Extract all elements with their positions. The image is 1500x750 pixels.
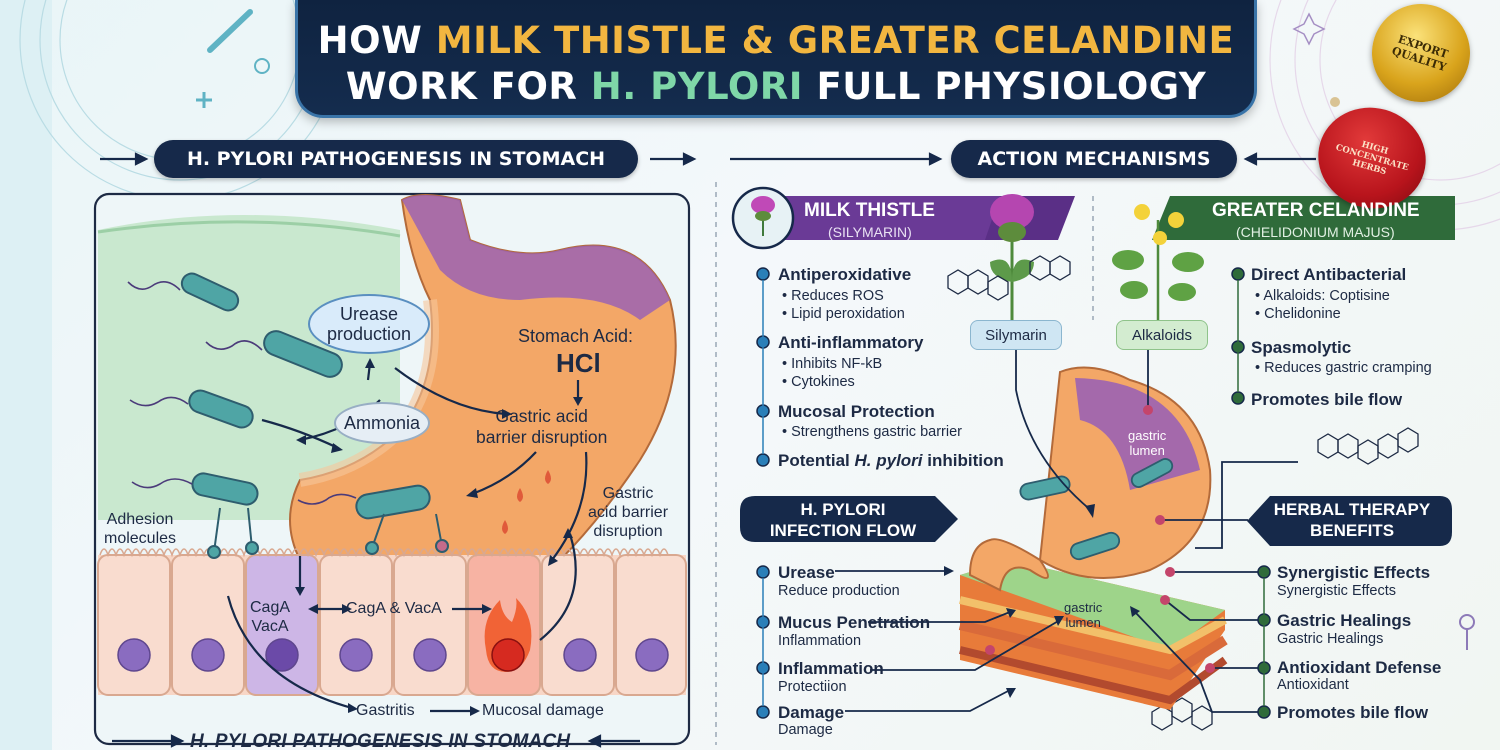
barrier1-line-1: Gastric acid bbox=[495, 406, 588, 426]
caga-cell-line-1: CagA bbox=[250, 599, 291, 616]
alkaloids-tag: Alkaloids bbox=[1116, 320, 1208, 350]
infection-flow-header: H. PYLORI INFECTION FLOW bbox=[758, 499, 928, 541]
therapy-head-1: HERBAL THERAPY bbox=[1273, 500, 1431, 519]
title-banner: HOW MILK THISTLE & GREATER CELANDINE WOR… bbox=[295, 0, 1257, 118]
celandine-item-2-title: Spasmolytic bbox=[1251, 338, 1352, 357]
gastric-lumen-bottom: gastric lumen bbox=[1064, 600, 1102, 630]
urease-bubble: Urease production bbox=[308, 294, 430, 354]
adhesion-molecules-label: Adhesion molecules bbox=[104, 510, 176, 548]
milk-item-1-title: Antiperoxidative bbox=[778, 265, 912, 284]
ammonia-cloud: Ammonia bbox=[334, 402, 430, 444]
barrier2-line-2: acid barrier bbox=[588, 504, 669, 521]
benefit-1-sub: Synergistic Effects bbox=[1277, 583, 1397, 599]
milk-item-4-title: Potential H. pylori inhibition bbox=[778, 451, 1004, 471]
caga-vaca-cell-label: CagA VacA bbox=[250, 598, 290, 636]
celandine-item-1-sub-1: • Alkaloids: Coptisine bbox=[1255, 288, 1390, 304]
flow-3-sub: Protectiion bbox=[778, 679, 847, 695]
celandine-item-1-sub-2: • Chelidonine bbox=[1255, 306, 1341, 322]
title-line-1: HOW MILK THISTLE & GREATER CELANDINE bbox=[298, 18, 1254, 64]
celandine-item-1-title: Direct Antibacterial bbox=[1251, 265, 1407, 284]
milk-item-2-sub-2: • Cytokines bbox=[782, 374, 855, 390]
celandine-item-3-title: Promotes bile flow bbox=[1251, 390, 1403, 409]
milk-4-b: H. pylori bbox=[854, 451, 923, 470]
milk-1-2: Lipid peroxidation bbox=[791, 306, 905, 322]
cel-2-1: Reduces gastric cramping bbox=[1264, 360, 1432, 376]
title-line-2-b: H. PYLORI bbox=[590, 65, 804, 108]
flow-4-title: Damage bbox=[778, 703, 845, 722]
celandine-item-2-sub-1: • Reduces gastric cramping bbox=[1255, 360, 1432, 376]
title-line-2-c: FULL PHYSIOLOGY bbox=[803, 65, 1207, 108]
milk-item-1-sub-2: • Lipid peroxidation bbox=[782, 306, 905, 322]
silymarin-tag: Silymarin bbox=[970, 320, 1062, 350]
benefit-2-sub: Gastric Healings bbox=[1277, 631, 1384, 647]
cel-1-1: Alkaloids: Coptisine bbox=[1263, 288, 1390, 304]
barrier-disruption-label-2: Gastric acid barrier disruption bbox=[588, 484, 668, 541]
benefit-2-title: Gastric Healings bbox=[1277, 611, 1412, 630]
milk-item-3-sub-1: • Strengthens gastric barrier bbox=[782, 424, 962, 440]
milk-4-c: inhibition bbox=[922, 451, 1004, 470]
adhesion-line-1: Adhesion bbox=[106, 511, 174, 528]
flow-2-title: Mucus Penetration bbox=[778, 613, 931, 632]
benefit-3-title: Antioxidant Defense bbox=[1277, 658, 1442, 677]
milk-item-2-title: Anti-inflammatory bbox=[778, 333, 924, 352]
milk-thistle-sub: (SILYMARIN) bbox=[828, 224, 912, 240]
barrier1-line-2: barrier disruption bbox=[476, 427, 608, 447]
lumen-top-2: lumen bbox=[1129, 443, 1165, 458]
milk-4-a: Potential bbox=[778, 451, 855, 470]
flow-1-sub: Reduce production bbox=[778, 583, 900, 599]
milk-2-1: Inhibits NF-kB bbox=[791, 356, 883, 372]
hcl-label: HCl bbox=[556, 348, 601, 378]
benefit-1-title: Synergistic Effects bbox=[1277, 563, 1431, 582]
cel-1-2: Chelidonine bbox=[1264, 306, 1341, 322]
milk-item-1-sub-1: • Reduces ROS bbox=[782, 288, 884, 304]
flow-1-title: Urease bbox=[778, 563, 835, 582]
title-line-1-a: HOW bbox=[317, 19, 436, 62]
lumen-bottom-1: gastric bbox=[1064, 600, 1103, 615]
therapy-benefits-header: HERBAL THERAPY BENEFITS bbox=[1262, 499, 1442, 541]
left-section-header: H. PYLORI PATHOGENESIS IN STOMACH bbox=[154, 140, 638, 178]
left-footer-caption: H. PYLORI PATHOGENESIS IN STOMACH bbox=[190, 731, 571, 750]
adhesion-line-2: molecules bbox=[104, 530, 177, 547]
flow-2-sub: Inflammation bbox=[778, 633, 862, 649]
right-section-header: ACTION MECHANISMS bbox=[951, 140, 1237, 178]
caga-cell-line-2: VacA bbox=[251, 618, 289, 635]
celandine-sub: (CHELIDONIUM MAJUS) bbox=[1236, 224, 1395, 240]
barrier2-line-3: disruption bbox=[593, 523, 663, 540]
gastritis-label: Gastritis bbox=[356, 702, 415, 719]
therapy-head-2: BENEFITS bbox=[1309, 521, 1395, 540]
caga-vaca-label: CagA & VacA bbox=[346, 600, 442, 617]
milk-1-1: Reduces ROS bbox=[791, 288, 884, 304]
title-line-1-b: MILK THISTLE & GREATER CELANDINE bbox=[435, 19, 1235, 62]
benefit-4-title: Promotes bile flow bbox=[1277, 703, 1429, 722]
milk-item-2-sub-1: • Inhibits NF-kB bbox=[782, 356, 883, 372]
flow-3-title: Inflammation bbox=[778, 659, 884, 678]
flow-4-sub: Damage bbox=[778, 722, 833, 738]
flow-head-2: INFECTION FLOW bbox=[769, 521, 917, 540]
urease-line-1: Urease bbox=[339, 304, 399, 324]
urease-line-2: production bbox=[326, 324, 412, 344]
milk-thistle-name: MILK THISTLE bbox=[804, 200, 935, 221]
lumen-top-1: gastric bbox=[1128, 428, 1167, 443]
milk-item-3-title: Mucosal Protection bbox=[778, 402, 935, 421]
mucosal-damage-label: Mucosal damage bbox=[482, 702, 604, 719]
title-line-2-a: WORK FOR bbox=[345, 65, 591, 108]
lumen-bottom-2: lumen bbox=[1065, 615, 1101, 630]
benefit-3-sub: Antioxidant bbox=[1277, 677, 1349, 693]
title-line-2: WORK FOR H. PYLORI FULL PHYSIOLOGY bbox=[298, 64, 1254, 110]
milk-2-2: Cytokines bbox=[791, 374, 855, 390]
barrier-disruption-label-1: Gastric acid barrier disruption bbox=[476, 406, 607, 448]
barrier2-line-1: Gastric bbox=[602, 485, 654, 502]
stomach-acid-label: Stomach Acid: bbox=[518, 326, 634, 346]
milk-3-1: Strengthens gastric barrier bbox=[791, 424, 962, 440]
gastric-lumen-top: gastric lumen bbox=[1128, 428, 1166, 458]
celandine-name: GREATER CELANDINE bbox=[1212, 200, 1420, 221]
flow-head-1: H. PYLORI bbox=[800, 500, 886, 519]
